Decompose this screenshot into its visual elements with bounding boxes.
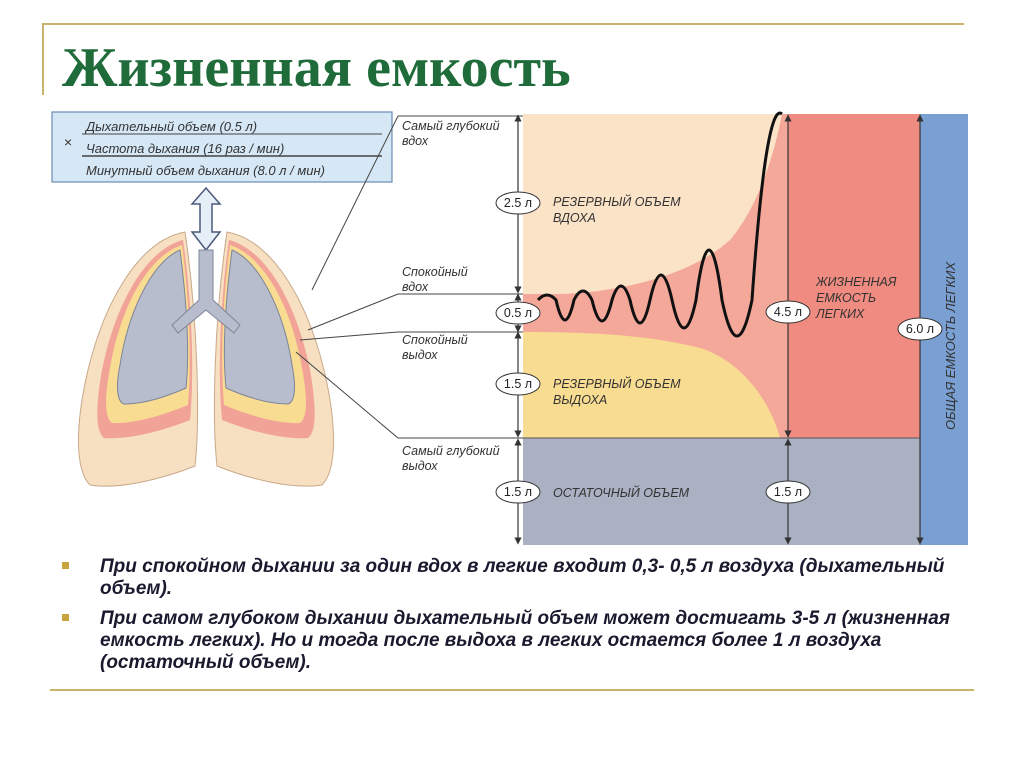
label-quiet-exhale-2: выдох [402, 348, 438, 362]
zone-label-vital-3: ЛЕГКИХ [815, 307, 865, 321]
zone-vital-capacity [788, 114, 920, 438]
bullet-text-tidal: При спокойном дыхании за один вдох в лег… [100, 556, 945, 599]
zone-label-total: ОБЩАЯ ЕМКОСТЬ ЛЕГКИХ [943, 261, 958, 430]
level-labels: Самый глубокий вдох Спокойный вдох Споко… [402, 119, 500, 473]
bullet-marker [62, 614, 69, 621]
bullet-text-vital: При самом глубоком дыхании дыхательный о… [100, 608, 950, 673]
lungs-illustration [78, 231, 334, 487]
zone-label-vital-2: ЕМКОСТЬ [816, 291, 876, 305]
badge-inspiratory-reserve: 2.5 л [504, 196, 532, 210]
badge-total: 6.0 л [906, 322, 934, 336]
bullet-list: При спокойном дыхании за один вдох в лег… [62, 556, 962, 682]
formula-line-tidal: Дыхательный объем (0.5 л) [84, 119, 257, 134]
zone-label-expiratory-1: РЕЗЕРВНЫЙ ОБЪЕМ [553, 375, 681, 391]
badge-vital-capacity: 4.5 л [774, 305, 802, 319]
label-deepest-inhale-1: Самый глубокий [402, 119, 500, 133]
airflow-arrow-icon [190, 186, 222, 252]
formula-box: × Дыхательный объем (0.5 л) Частота дыха… [51, 111, 393, 183]
badge-expiratory-reserve: 1.5 л [504, 377, 532, 391]
bullet-item: При спокойном дыхании за один вдох в лег… [62, 556, 962, 600]
label-quiet-inhale-2: вдох [402, 280, 429, 294]
badge-tidal: 0.5 л [504, 306, 532, 320]
leader-lines [295, 115, 523, 439]
label-deepest-inhale-2: вдох [402, 134, 429, 148]
zone-residual [523, 438, 920, 545]
badge-residual: 1.5 л [504, 485, 532, 499]
label-quiet-inhale-1: Спокойный [402, 265, 468, 279]
volume-zones [523, 114, 968, 545]
formula-line-rate: Частота дыхания (16 раз / мин) [86, 141, 284, 156]
zone-labels: РЕЗЕРВНЫЙ ОБЪЕМ ВДОХА РЕЗЕРВНЫЙ ОБЪЕМ ВЫ… [553, 193, 958, 500]
lung-volume-diagram: × Дыхательный объем (0.5 л) Частота дыха… [51, 111, 968, 545]
zone-label-inspiratory-2: ВДОХА [553, 211, 596, 225]
bullet-marker [62, 562, 69, 569]
formula-times-sign: × [64, 134, 72, 150]
bullet-item: При самом глубоком дыхании дыхательный о… [62, 608, 962, 674]
bottom-rule [50, 689, 974, 691]
breathing-wave [536, 111, 783, 338]
zone-label-residual: ОСТАТОЧНЫЙ ОБЪЕМ [553, 484, 690, 500]
label-quiet-exhale-1: Спокойный [402, 333, 468, 347]
zone-label-vital-1: ЖИЗНЕННАЯ [815, 275, 897, 289]
label-deepest-exhale-2: выдох [402, 459, 438, 473]
top-rule [42, 23, 964, 25]
zone-tidal-growth [523, 114, 788, 438]
label-deepest-exhale-1: Самый глубокий [402, 444, 500, 458]
formula-line-minute: Минутный объем дыхания (8.0 л / мин) [86, 163, 325, 178]
zone-label-expiratory-2: ВЫДОХА [553, 393, 607, 407]
left-rule [42, 23, 44, 95]
page-title: Жизненная емкость [62, 37, 571, 99]
zone-label-inspiratory-1: РЕЗЕРВНЫЙ ОБЪЕМ [553, 193, 681, 209]
badge-residual-right: 1.5 л [774, 485, 802, 499]
value-badges: 2.5 л 0.5 л 1.5 л 1.5 л 4.5 л 1.5 л 6.0 … [495, 191, 943, 504]
